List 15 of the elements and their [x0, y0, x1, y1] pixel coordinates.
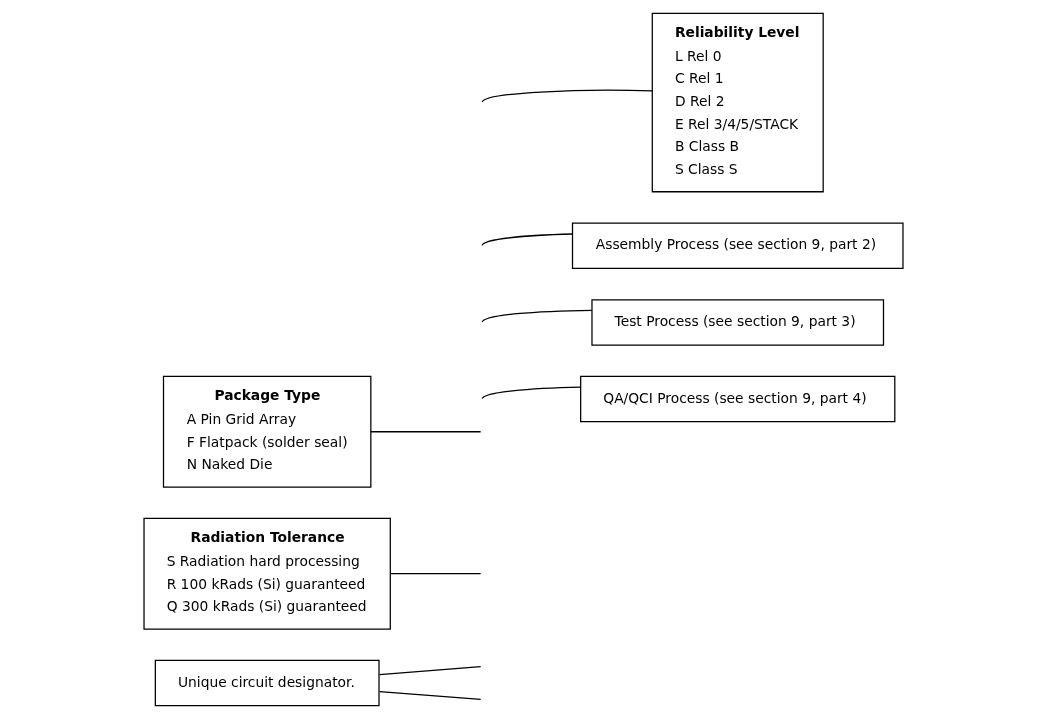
connector [481, 233, 573, 247]
connector [378, 690, 482, 700]
node-box: Package Type A Pin Grid Array F Flatpack (solder seal) N Naked Die [162, 375, 372, 488]
connector [370, 431, 482, 433]
connector [390, 573, 482, 575]
node-box: Reliability Level L Rel 0 C Rel 1 D Rel 2 E Rel 3/4/5/STACK B Class B S Class S [651, 12, 824, 193]
connector [481, 386, 582, 400]
node-box: Unique circuit designator. [154, 659, 380, 707]
node-box: Test Process (see section 9, part 3) [591, 299, 885, 346]
node-box: Radiation Tolerance S Radiation hard processing R 100 kRads (Si) guaranteed Q 300 kRads (Si) guaranteed [143, 517, 391, 630]
node-box: QA/QCI Process (see section 9, part 4) [580, 375, 896, 423]
connector [378, 666, 482, 676]
node-box: Assembly Process (see section 9, part 2) [571, 222, 904, 270]
connector [481, 309, 593, 323]
connector [481, 89, 653, 103]
